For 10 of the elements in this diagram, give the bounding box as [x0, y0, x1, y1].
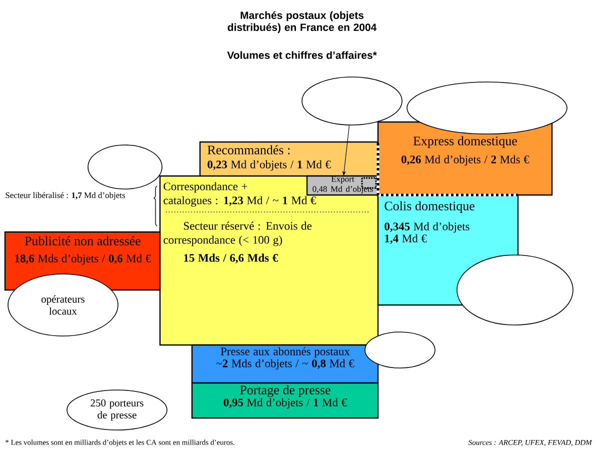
empty-ellipse: [364, 332, 436, 368]
title: Marchés postaux (objets distribués) en France en 2004: [228, 11, 377, 34]
empty-ellipse: [302, 76, 402, 126]
subtitle: Volumes et chiffres d’affaires*: [227, 51, 377, 59]
empty-ellipse: [456, 254, 574, 326]
segment-box: Portage de presse 0,95 Md d’objets / 1 Md €: [191, 382, 379, 419]
segment-box: Presse aux abonnés postaux ~2 Mds d’objets / ~ 0,8 Md €: [191, 344, 379, 384]
empty-ellipse: [88, 144, 162, 190]
sector-label: Secteur libéralisé : 1,7 Md d’objets: [6, 192, 126, 200]
empty-ellipse: [406, 82, 568, 134]
